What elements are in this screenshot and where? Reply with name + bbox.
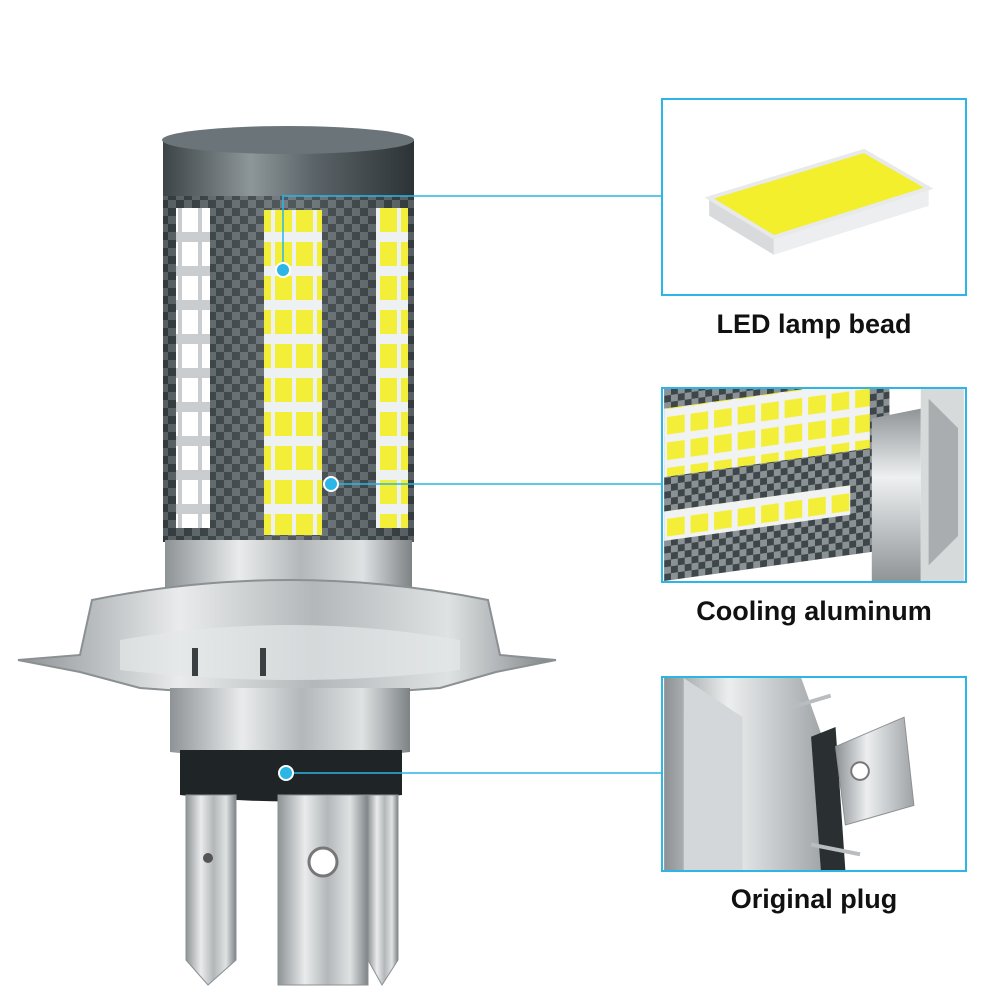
callout-line-plug — [278, 765, 661, 781]
original-plug-caption: Original plug — [730, 884, 898, 914]
cooling-aluminum-detail-panel — [661, 387, 967, 583]
led-bead-caption: LED lamp bead — [716, 309, 912, 339]
original-plug-detail-panel — [661, 676, 967, 872]
cooling-aluminum-caption: Cooling aluminum — [696, 596, 932, 626]
callout-line-cooling — [323, 476, 661, 492]
callout-line-led — [275, 195, 661, 278]
led-bead-detail-panel — [661, 98, 967, 296]
